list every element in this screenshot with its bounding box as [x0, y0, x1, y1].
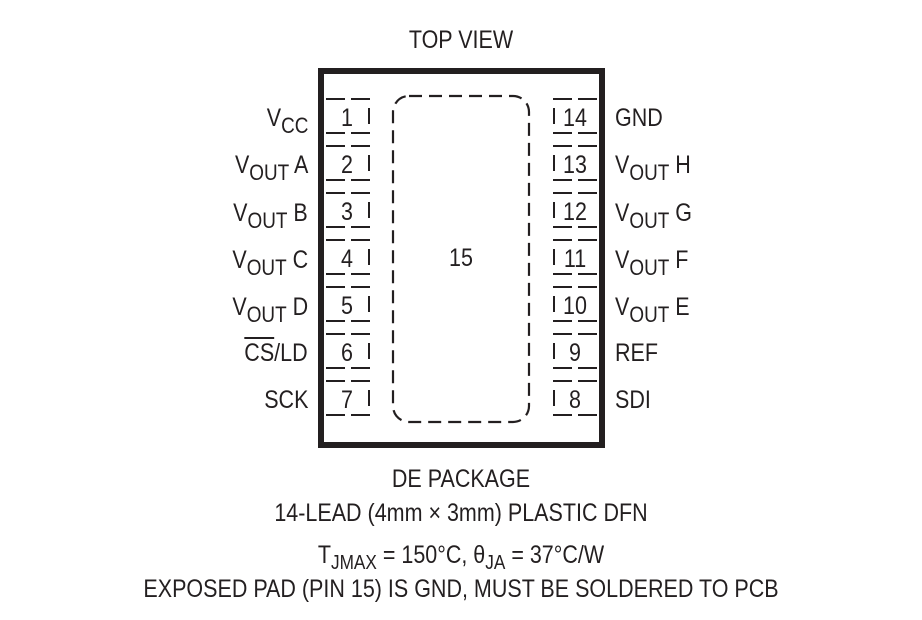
left-pin-pads: 1 2 3 4 5 6 7: [326, 98, 370, 416]
pin-number-8: 8: [569, 385, 581, 413]
pin-number-6: 6: [341, 338, 353, 366]
pin-number-11: 11: [564, 244, 586, 272]
pin-label-2: VOUT A: [234, 151, 308, 185]
pin-pad-2: 2: [326, 145, 370, 181]
exposed-pad-number: 15: [449, 243, 473, 271]
pin-number-12: 12: [563, 197, 587, 225]
pin-pad-10: 10: [553, 286, 597, 322]
left-pin-labels: VCC VOUT A VOUT B VOUT C VOUT D CS/LD SC…: [0, 0, 308, 620]
pin-pad-14: 14: [553, 98, 597, 134]
pin-pad-8: 8: [553, 380, 597, 416]
pin-pad-4: 4: [326, 239, 370, 275]
thermal-spec: TJMAX = 150°C, θJA = 37°C/W: [317, 541, 605, 574]
exposed-pad-note: EXPOSED PAD (PIN 15) IS GND, MUST BE SOL…: [143, 575, 779, 603]
pin-label-4: VOUT C: [232, 246, 308, 280]
pin-pad-13: 13: [553, 145, 597, 181]
pin-label-14: GND: [615, 104, 663, 132]
pin-pad-7: 7: [326, 380, 370, 416]
pin-label-6: CS/LD: [244, 339, 308, 367]
pin-pad-6: 6: [326, 333, 370, 369]
pin-pad-9: 9: [553, 333, 597, 369]
package-body: [318, 68, 605, 448]
pin-pad-12: 12: [553, 192, 597, 228]
pin-number-14: 14: [563, 103, 587, 131]
pin-label-10: VOUT E: [615, 293, 690, 327]
pin-number-13: 13: [563, 150, 587, 178]
pin-label-7: SCK: [263, 386, 308, 414]
pin-label-12: VOUT G: [615, 199, 693, 233]
pin-label-5: VOUT D: [232, 293, 308, 327]
pin-number-3: 3: [341, 197, 353, 225]
top-view-title: TOP VIEW: [408, 26, 514, 54]
right-pin-pads: 14 13 12 11 10 9 8: [553, 98, 597, 416]
pin-number-5: 5: [341, 291, 353, 319]
pin-label-13: VOUT H: [615, 151, 691, 185]
pin-number-7: 7: [341, 385, 353, 413]
pin-number-2: 2: [341, 150, 353, 178]
pin-label-8: SDI: [615, 386, 651, 414]
pin-label-1: VCC: [266, 104, 308, 138]
pin-pad-1: 1: [326, 98, 370, 134]
package-name: DE PACKAGE: [391, 465, 531, 493]
package-description: 14-LEAD (4mm × 3mm) PLASTIC DFN: [274, 499, 648, 527]
pin-number-1: 1: [341, 103, 353, 131]
pin-label-9: REF: [615, 339, 658, 367]
pin-number-10: 10: [563, 291, 587, 319]
pin-pad-11: 11: [553, 239, 597, 275]
pin-number-9: 9: [569, 338, 581, 366]
pin-label-11: VOUT F: [615, 246, 689, 280]
exposed-pad: [391, 94, 531, 424]
pin-label-3: VOUT B: [233, 199, 308, 233]
pin-number-4: 4: [341, 244, 353, 272]
pin-pad-3: 3: [326, 192, 370, 228]
pin-pad-5: 5: [326, 286, 370, 322]
